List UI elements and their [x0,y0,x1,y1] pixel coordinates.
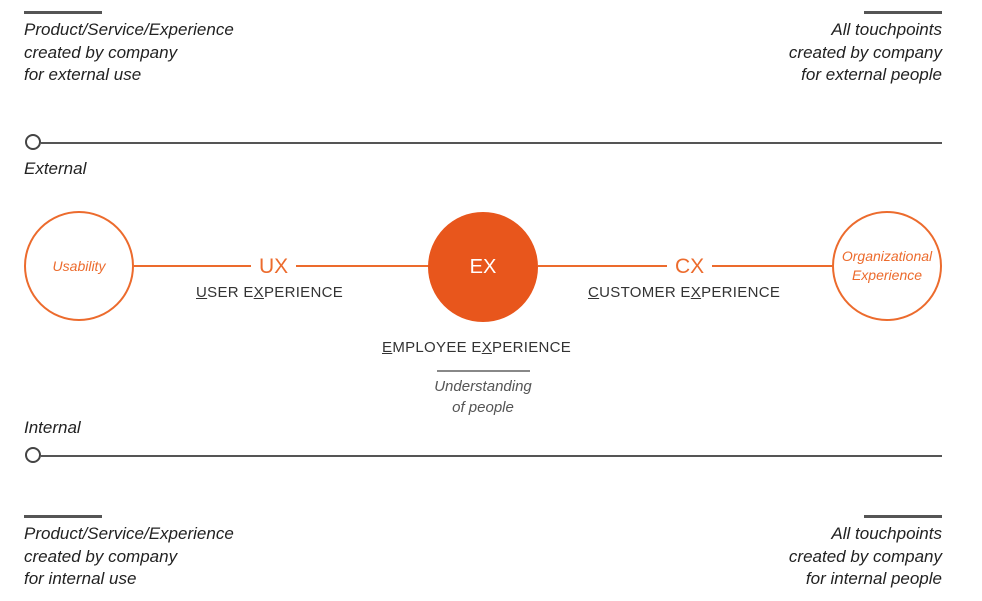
top-right-note-bar [864,11,942,14]
cx-full-label: CUSTOMER EXPERIENCE [588,284,780,301]
ux-abbr: UX [251,255,297,279]
usability-label: Usability [52,257,106,274]
ux-underlined-letter: X [253,284,264,301]
ux-full-label: USER EXPERIENCE [196,284,343,301]
external-axis-dot [25,134,41,150]
note-line: created by company [24,546,178,566]
bottom-right-note: All touchpoints created by company for i… [789,523,942,591]
ex-label: EX [469,255,497,278]
cx-label-part: USTOMER E [599,284,691,301]
note-line: created by company [788,42,942,62]
cx-underlined-letter: X [690,284,702,301]
org-label-line: Experience [851,267,923,283]
ex-node: EX [428,212,538,322]
understanding-divider [437,370,530,372]
organizational-experience-label: Organizational Experience [842,247,932,285]
bottom-right-note-bar [864,515,942,518]
external-axis-line [41,142,942,144]
org-label-line: Organizational [841,248,933,264]
note-line: for external use [24,65,142,84]
note-line: for external people [801,65,942,84]
note-line: created by company [788,546,942,566]
bottom-left-note-bar [24,515,102,518]
understanding-line: of people [452,399,514,416]
top-left-note: Product/Service/Experience created by co… [24,19,234,87]
internal-axis-label: Internal [24,418,81,437]
note-line: All touchpoints [831,20,942,39]
cx-label-part: PERIENCE [701,284,781,301]
ux-label-part: PERIENCE [263,284,344,301]
ex-underlined-letter: E [382,339,393,356]
note-line: All touchpoints [831,524,942,543]
cx-underlined-letter: C [588,284,600,301]
organizational-experience-node: Organizational Experience [832,211,942,321]
ux-label-part: SER E [207,284,254,301]
note-line: Product/Service/Experience [24,524,234,543]
ux-underlined-letter: U [196,284,208,301]
bottom-left-note: Product/Service/Experience created by co… [24,523,234,591]
top-left-note-bar [24,11,102,14]
internal-axis-dot [25,447,41,463]
internal-axis-line [41,455,942,457]
ex-label-part: PERIENCE [492,339,572,356]
note-line: for internal use [24,569,137,588]
note-line: created by company [24,42,178,62]
ex-full-label: EMPLOYEE EXPERIENCE [382,339,571,356]
cx-abbr: CX [667,255,713,279]
understanding-note: Understanding of people [403,376,563,418]
note-line: Product/Service/Experience [24,20,234,39]
top-right-note: All touchpoints created by company for e… [789,19,942,87]
external-axis-label: External [24,159,87,178]
usability-node: Usability [24,211,134,321]
understanding-line: Understanding [434,378,532,395]
ex-label-part: MPLOYEE E [392,339,482,356]
note-line: for internal people [805,569,942,588]
ex-underlined-letter: X [481,339,493,356]
